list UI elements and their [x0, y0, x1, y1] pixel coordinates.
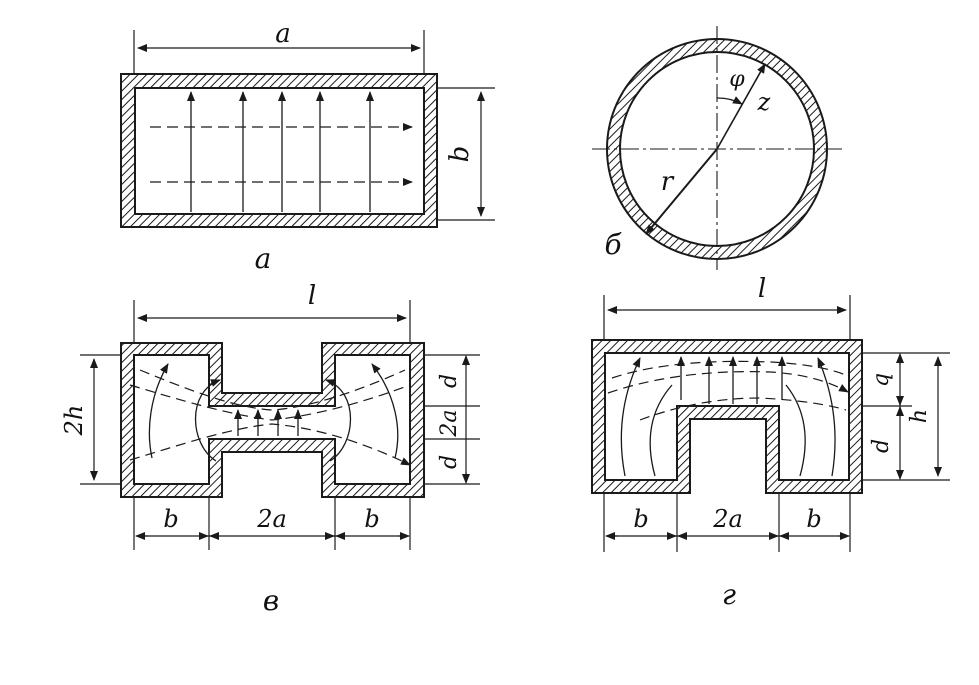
- panel-a-dimension-b: [437, 87, 495, 221]
- panel-v-dimension-right-stack: [424, 354, 480, 485]
- panel-b-axis-line: [716, 63, 766, 150]
- panel-g-label-b-left: b: [633, 505, 648, 533]
- panel-b-angle-arc: [716, 96, 743, 105]
- panel-v-label-2h: 2h: [60, 405, 88, 437]
- panel-g-label-l: l: [758, 274, 766, 304]
- panel-a-caption: а: [255, 242, 272, 275]
- panel-a-label-a: a: [275, 19, 291, 49]
- panel-v-label-b-right: b: [364, 505, 379, 533]
- panel-g-dimension-right-stack: [862, 352, 950, 481]
- panel-g-dimension-l: [603, 295, 851, 340]
- panel-v-fringe-field-lines: [148, 363, 399, 462]
- panel-g-label-d: d: [869, 439, 894, 453]
- panel-v-label-2a: 2a: [256, 505, 287, 533]
- panel-g-dimension-bottom: [603, 493, 851, 552]
- panel-v-label-b-left: b: [163, 505, 178, 533]
- panel-v-label-2a-gap: 2a: [437, 409, 462, 437]
- panel-v-caption: в: [263, 584, 279, 617]
- panel-a-rectangular-waveguide: a b а: [120, 19, 495, 275]
- panel-v-label-d-bottom: d: [437, 455, 462, 469]
- panel-a-wall: [120, 73, 438, 228]
- panel-b-circular-waveguide: φ z r б: [592, 26, 842, 270]
- panel-v-dimension-l: [133, 300, 411, 343]
- panel-g-caption: г: [722, 578, 736, 611]
- panel-a-label-b: b: [445, 146, 475, 163]
- panel-v-double-ridge-waveguide: l 2h d 2a d: [60, 281, 480, 617]
- panel-v-magnetic-lines: [129, 369, 411, 466]
- panel-g-magnetic-lines: [607, 360, 849, 421]
- panel-b-label-r: r: [661, 167, 675, 197]
- panel-v-gap-field-lines: [234, 409, 302, 436]
- panel-b-label-phi: φ: [729, 67, 745, 92]
- panel-b-radius-line: [645, 148, 718, 235]
- panel-a-h-field-lines: [150, 123, 413, 186]
- panel-v-wall: [120, 342, 425, 498]
- panel-g-gap-field-lines: [677, 356, 786, 404]
- panel-v-label-l: l: [308, 281, 316, 311]
- panel-v-dimension-bottom: [133, 497, 411, 550]
- panel-g-wall: [591, 339, 863, 494]
- panel-g-label-q: q: [869, 373, 894, 387]
- panel-v-label-d-top: d: [437, 374, 462, 388]
- panel-g-single-ridge-waveguide: l q d h b 2a b: [591, 274, 950, 611]
- panel-g-label-b-right: b: [806, 505, 821, 533]
- panel-a-e-field-lines: [187, 91, 374, 212]
- panel-g-label-h: h: [907, 409, 932, 423]
- panel-b-caption: б: [604, 228, 622, 261]
- panel-a-dimension-a: [133, 30, 425, 74]
- panel-b-label-z: z: [757, 88, 771, 116]
- panel-g-label-2a: 2a: [712, 505, 743, 533]
- panel-v-dimension-2h: [80, 354, 121, 485]
